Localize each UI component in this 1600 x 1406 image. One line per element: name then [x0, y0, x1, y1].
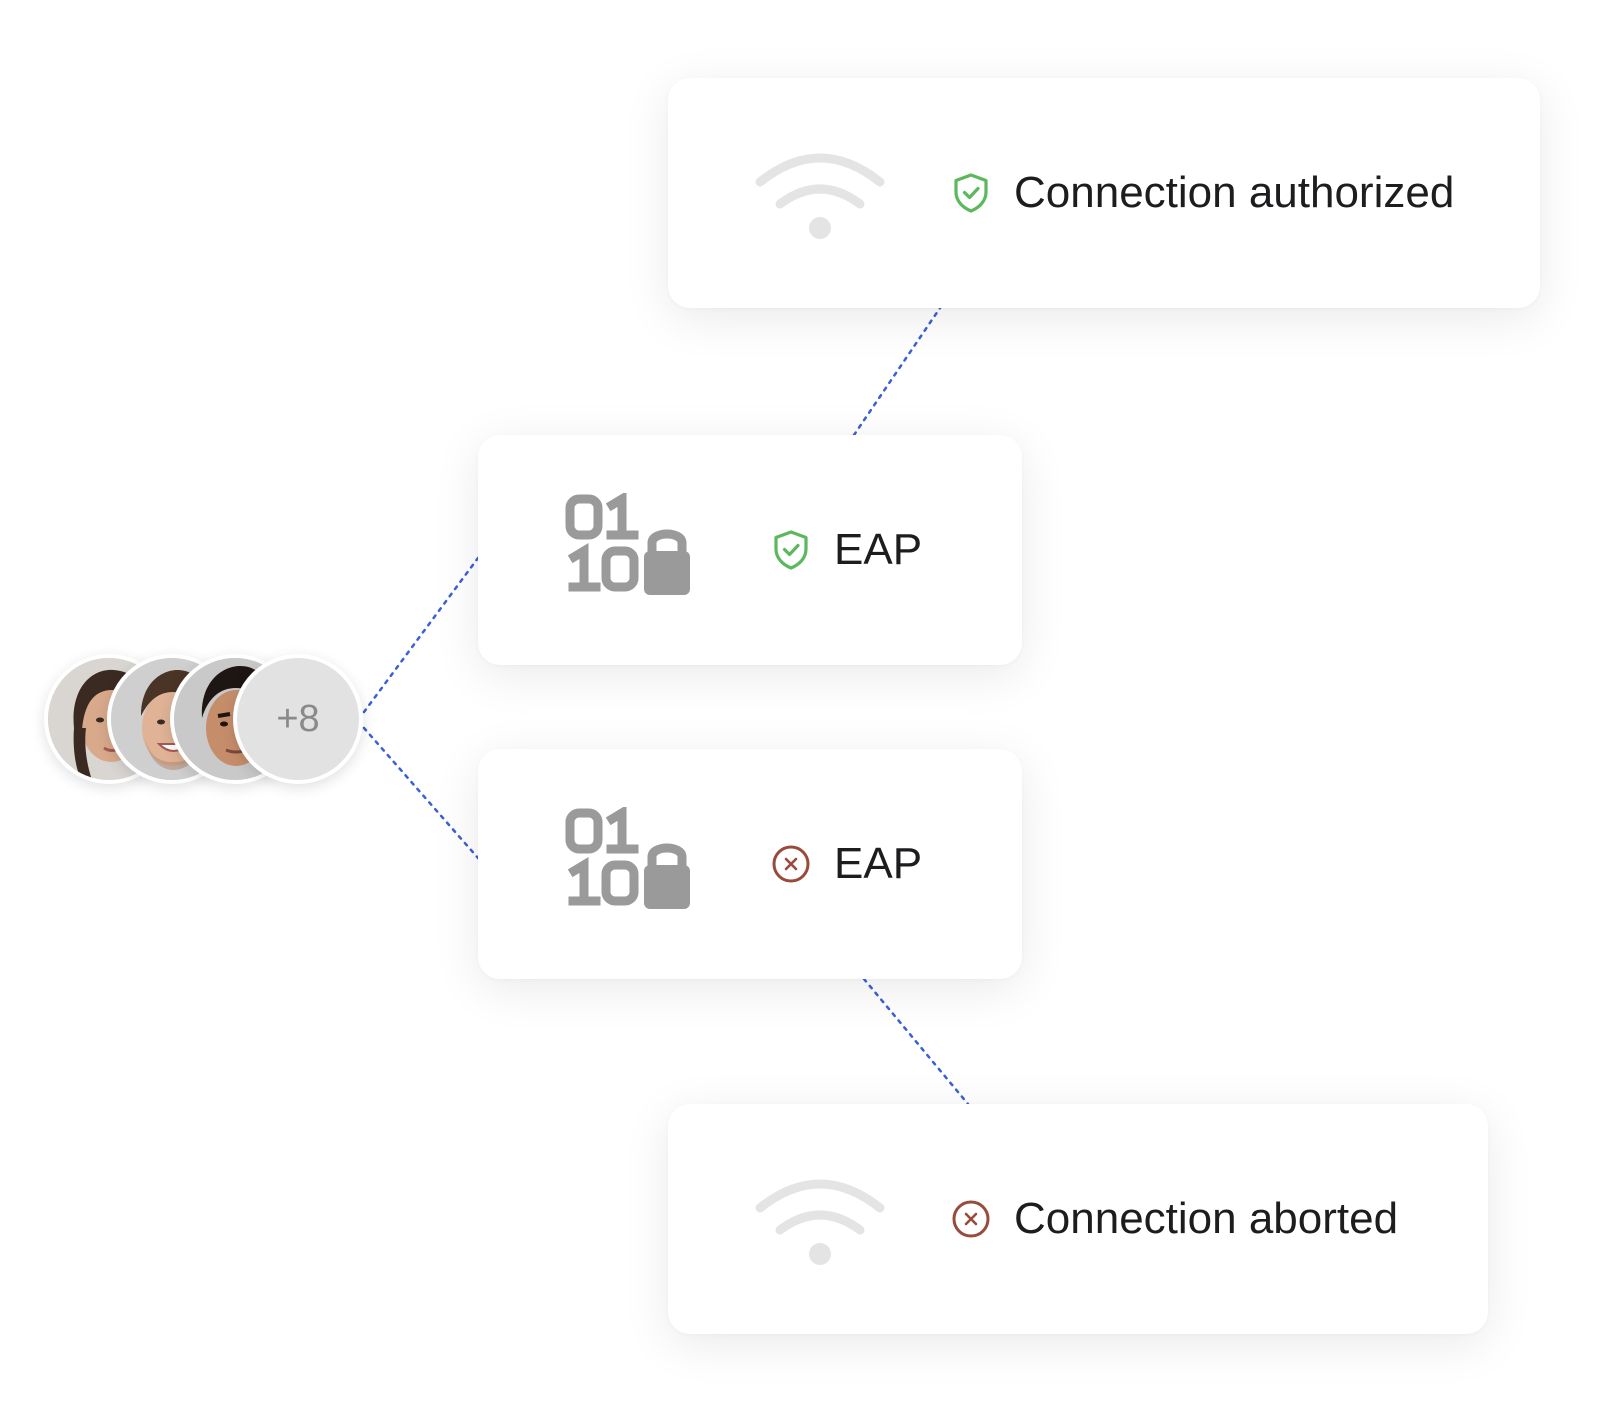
- binary-lock-icon: [565, 493, 690, 595]
- eap-failure-card: EAP: [478, 749, 1022, 979]
- eap-success-label: EAP: [834, 525, 923, 574]
- connection-aborted-card: Connection aborted: [668, 1104, 1488, 1334]
- wifi-icon: [755, 153, 885, 239]
- circle-x-icon: [772, 845, 810, 883]
- shield-check-icon: [774, 530, 808, 570]
- connection-authorized-card: Connection authorized: [668, 78, 1540, 308]
- more-participants-badge[interactable]: +8: [233, 654, 363, 784]
- circle-x-icon: [952, 1200, 990, 1238]
- more-participants-count: +8: [276, 698, 320, 740]
- connector-avatars-to-eap-fail: [362, 726, 480, 860]
- connector-eap-ok-to-authorized: [852, 306, 942, 437]
- eap-failure-label: EAP: [834, 839, 923, 888]
- binary-lock-icon: [565, 807, 690, 909]
- participant-avatar-group[interactable]: +8: [44, 654, 364, 784]
- eap-success-card: EAP: [478, 435, 1022, 665]
- connection-aborted-label: Connection aborted: [1014, 1194, 1399, 1243]
- wifi-icon: [755, 1179, 885, 1265]
- connector-eap-fail-to-aborted: [862, 977, 970, 1106]
- connection-authorized-label: Connection authorized: [1014, 168, 1455, 217]
- connector-avatars-to-eap-ok: [362, 556, 480, 714]
- shield-check-icon: [954, 173, 988, 213]
